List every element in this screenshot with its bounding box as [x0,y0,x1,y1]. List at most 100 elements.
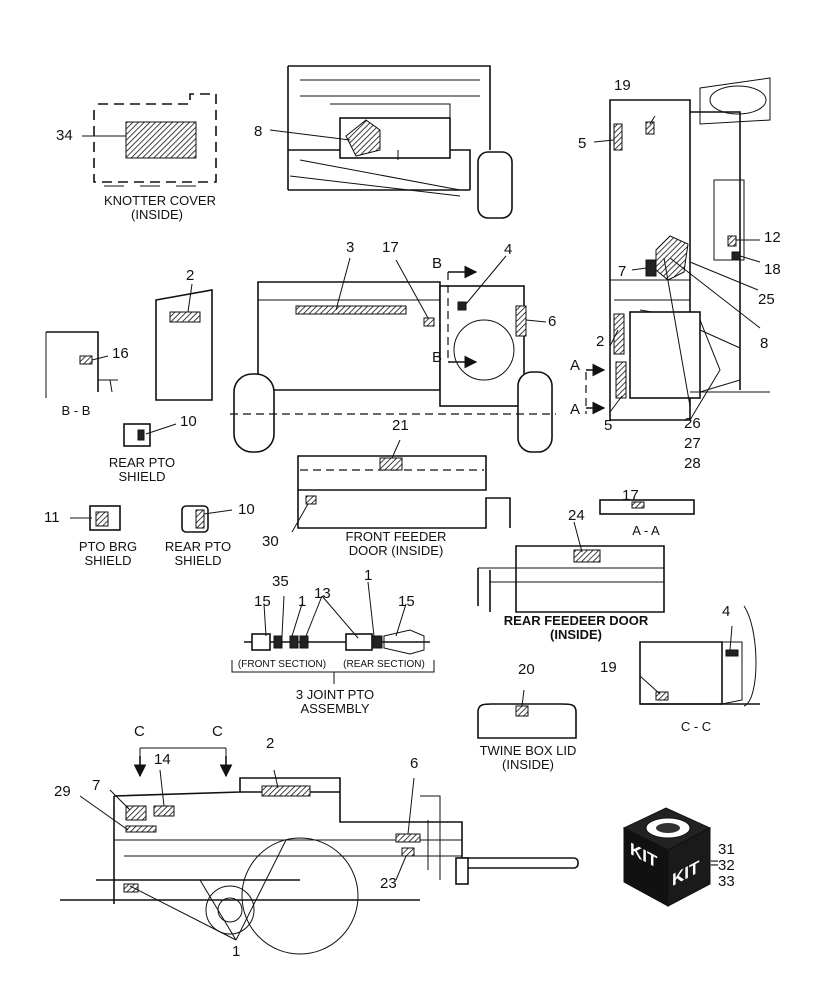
callout-8: 8 [254,123,263,140]
knotter-cover-view [82,93,217,187]
decal-18 [731,251,741,261]
callout-33: 33 [718,873,735,890]
caption-line: (INSIDE) [131,207,183,222]
caption-front-feeder-door: FRONT FEEDER DOOR (INSIDE) [338,530,454,558]
pto-brg-shield-view [70,505,121,531]
decal-1-main [123,883,139,893]
callout-12: 12 [764,229,781,246]
decal-29 [125,825,157,833]
caption-line: 3 JOINT PTO [295,687,375,702]
caption-rear-pto-shield-bottom: REAR PTO SHIELD [156,540,240,568]
callout-6: 6 [548,313,557,330]
caption-rear-section: (REAR SECTION) [343,659,425,670]
caption-front-section: (FRONT SECTION) [237,659,327,670]
section-marker-a-bottom: A [570,401,581,418]
callout-1-pto-rear: 1 [364,567,373,584]
decal-6-main [395,833,421,843]
callout-16: 16 [112,345,129,362]
caption-rear-pto-shield-top: REAR PTO SHIELD [100,456,184,484]
rear-side-view [585,77,771,421]
decal-23 [401,847,415,857]
callout-20: 20 [518,661,535,678]
caption-line: SHIELD [174,553,222,568]
caption-line: TWINE BOX LID [479,743,577,758]
pto-assembly-view [231,581,435,684]
decal-24 [573,549,601,563]
callout-10-top: 10 [180,413,197,430]
callout-14: 14 [154,751,171,768]
caption-cc: C - C [680,719,712,734]
callout-23: 23 [380,875,397,892]
decal-14 [153,805,175,817]
decal-7 [125,805,147,821]
callout-15-rear: 15 [398,593,415,610]
callout-21: 21 [392,417,409,434]
twine-box-lid-view [477,689,577,739]
callout-11: 11 [44,509,60,526]
caption-line: KNOTTER COVER [104,193,216,208]
callout-26: 26 [684,415,701,432]
caption-line: SHIELD [118,469,166,484]
decal-8-side [655,235,689,281]
section-cc-view [639,605,760,707]
section-marker-a-top: A [570,357,581,374]
caption-line: (INSIDE) [550,627,602,642]
callout-8-side: 8 [760,335,769,352]
decal-4 [457,301,467,311]
decal-21 [379,457,403,471]
callout-27: 27 [684,435,701,452]
section-aa-view [599,499,695,515]
callout-30: 30 [262,533,279,550]
callout-34: 34 [56,127,73,144]
caption-rear-feeder-door: REAR FEEDEER DOOR (INSIDE) [484,614,668,642]
section-marker-b-bottom: B [432,349,443,366]
decal-19 [645,121,655,135]
section-marker-c-left: C [134,723,145,740]
callout-7-main: 7 [92,777,101,794]
callout-1-main: 1 [232,943,241,960]
caption-line: REAR PTO [164,539,232,554]
decal-10 [195,509,205,529]
caption-line: PTO BRG [78,539,138,554]
caption-twine-box-lid: TWINE BOX LID (INSIDE) [468,744,588,772]
caption-pto-assembly: 3 JOINT PTO ASSEMBLY [280,688,390,716]
decal-34 [125,121,197,159]
callout-24: 24 [568,507,585,524]
decal-5-bottom [615,361,627,399]
rear-pto-shield-top [123,423,177,447]
decal-4-cc [725,649,739,657]
caption-pto-brg-shield: PTO BRG SHIELD [66,540,150,568]
callout-29: 29 [54,783,71,800]
caption-line: REAR PTO [108,455,176,470]
callout-10-bottom: 10 [238,501,255,518]
callout-18: 18 [764,261,781,278]
decal-2-main [261,785,311,797]
section-bb-view [45,283,213,401]
callout-25: 25 [758,291,775,308]
callout-1-pto-front: 1 [298,593,307,610]
decal-12 [727,235,737,247]
section-marker-c-right: C [212,723,223,740]
decal-17 [423,317,435,327]
decal-5-top [613,123,623,151]
callout-5: 5 [578,135,587,152]
caption-line: (INSIDE) [502,757,554,772]
caption-line: REAR FEEDEER DOOR [503,613,649,628]
decal-2-bb [169,311,201,323]
callout-6-main: 6 [410,755,419,772]
callout-31: 31 [718,841,735,858]
decal-16 [79,355,93,365]
knotter-area-view [269,65,513,219]
decal-11 [95,511,109,527]
callout-4: 4 [504,241,513,258]
callout-17-aa: 17 [622,487,639,504]
decal-3 [295,305,407,315]
rear-feeder-door-view [477,521,665,613]
rear-pto-shield-bottom [181,505,233,533]
decal-8-top [345,119,381,157]
callout-15-front: 15 [254,593,271,610]
callout-7: 7 [618,263,627,280]
front-feeder-door-view [291,439,511,533]
callout-28: 28 [684,455,701,472]
caption-bb: B - B [61,403,91,418]
